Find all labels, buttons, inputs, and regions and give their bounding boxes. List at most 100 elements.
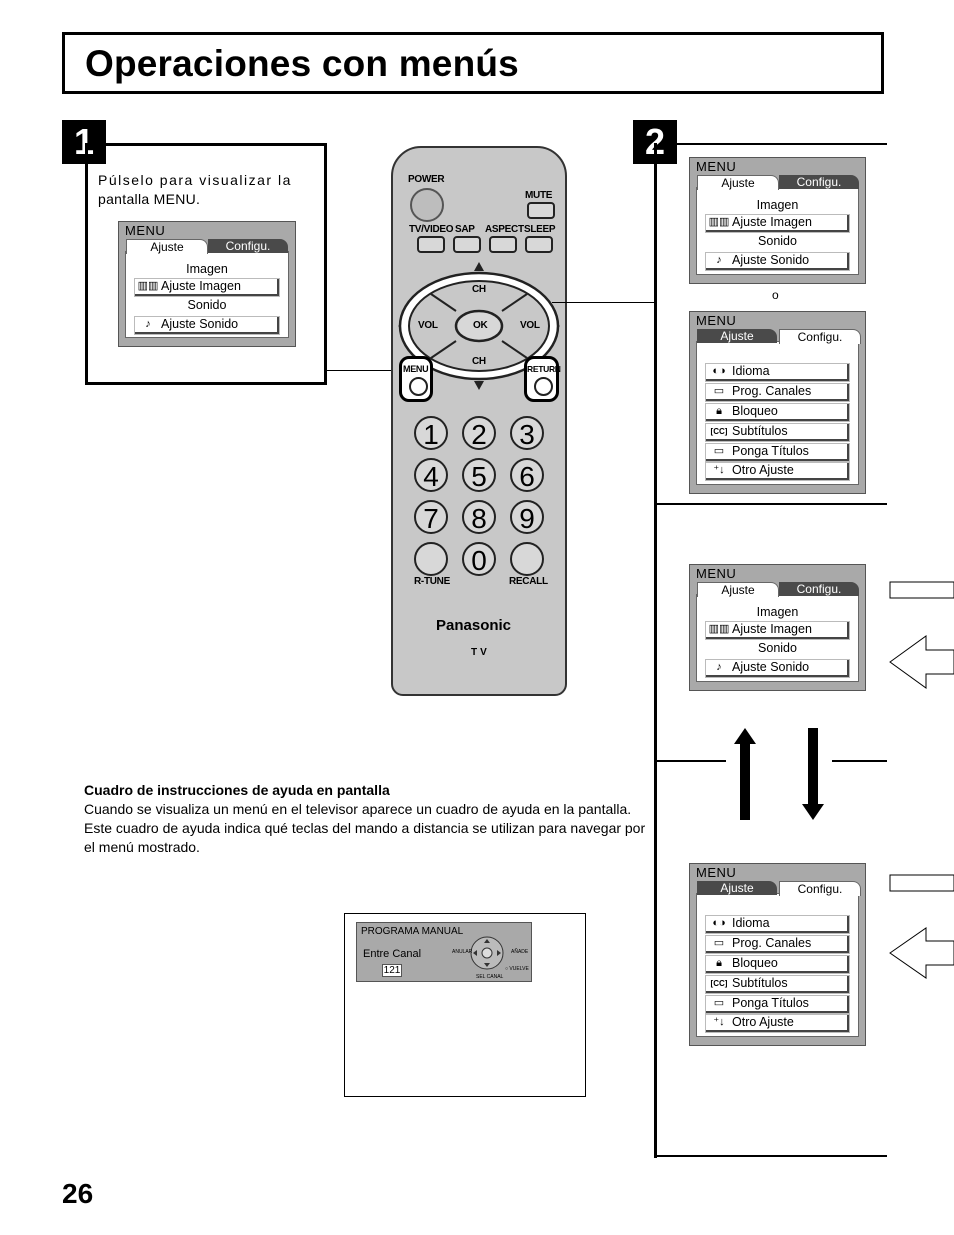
step-2-rule-mid — [656, 503, 887, 505]
digit-5-button[interactable]: 5 — [462, 458, 496, 492]
item-ajuste-imagen[interactable]: ▥▥ Ajuste Imagen — [706, 215, 849, 232]
digit-2-button[interactable]: 2 — [462, 416, 496, 450]
item-ajuste-imagen[interactable]: ▥▥ Ajuste Imagen — [706, 622, 849, 639]
item-ajuste-sonido[interactable]: ♪ Ajuste Sonido — [706, 660, 849, 677]
pointer-bar — [889, 874, 954, 892]
connector-line — [326, 370, 398, 371]
picture-adjust-icon: ▥▥ — [708, 216, 730, 228]
language-icon: ◐◑ — [712, 917, 726, 929]
return-button[interactable] — [534, 377, 553, 396]
picture-adjust-icon: ▥▥ — [708, 623, 730, 635]
menu-screen-ajuste-lower: MENU Ajuste Configu. Imagen ▥▥ Ajuste Im… — [689, 564, 866, 691]
music-note-icon: ♪ — [145, 318, 151, 330]
menu-title: MENU — [696, 313, 737, 328]
digit-0-button[interactable]: 0 — [462, 542, 496, 576]
digit-3-button[interactable]: 3 — [510, 416, 544, 450]
menu-screen-ajuste-step1: MENU Ajuste Configu. Imagen ▥▥ Ajuste Im… — [118, 221, 296, 347]
label-icon: ▭ — [713, 997, 725, 1009]
tab-ajuste[interactable]: Ajuste — [697, 881, 777, 895]
item-bloqueo[interactable]: 🔒︎Bloqueo — [706, 956, 849, 973]
item-prog-canales[interactable]: ▭Prog. Canales — [706, 936, 849, 953]
tab-ajuste[interactable]: Ajuste — [697, 175, 779, 190]
ok-button[interactable] — [454, 309, 504, 343]
item-otro-ajuste[interactable]: ⁺↓Otro Ajuste — [706, 463, 849, 480]
switch-rule-left — [656, 760, 726, 762]
recall-button[interactable] — [510, 542, 544, 576]
osd-title: PROGRAMA MANUAL — [361, 926, 464, 937]
digit-6-button[interactable]: 6 — [510, 458, 544, 492]
label-icon: ▭ — [713, 445, 725, 457]
tab-configu[interactable]: Configu. — [779, 329, 861, 344]
tvvideo-button[interactable] — [417, 236, 445, 253]
sleep-button[interactable] — [525, 236, 553, 253]
osd-anular: ANULAR — [452, 949, 473, 955]
tab-configu[interactable]: Configu. — [779, 582, 859, 596]
power-button[interactable] — [410, 188, 444, 222]
left-arrow-outline-icon — [889, 635, 954, 689]
closed-caption-icon: [CC] — [710, 979, 728, 988]
step-1-text-line1: Púlselo para visualizar la — [98, 172, 292, 188]
menu-button[interactable] — [409, 377, 428, 396]
right-edge-pointers-lower — [889, 874, 954, 979]
osd-anade: AÑADE — [511, 949, 529, 955]
item-ajuste-sonido[interactable]: ♪ Ajuste Sonido — [706, 253, 849, 270]
item-otro-ajuste[interactable]: ⁺↓Otro Ajuste — [706, 1015, 849, 1032]
item-subtitulos[interactable]: [CC]Subtítulos — [706, 424, 849, 441]
tab-ajuste[interactable]: Ajuste — [697, 582, 779, 597]
mute-button[interactable] — [527, 202, 555, 219]
item-prog-canales[interactable]: ▭Prog. Canales — [706, 384, 849, 401]
lock-icon: 🔒︎ — [716, 405, 722, 417]
item-idioma[interactable]: ◐◑Idioma — [706, 364, 849, 381]
step-1-instruction: Púlselo para visualizar la pantalla MENU… — [98, 171, 312, 209]
tab-configu[interactable]: Configu. — [208, 239, 288, 253]
arrow-down-icon — [802, 728, 824, 820]
closed-caption-icon: [CC] — [710, 427, 728, 436]
item-subtitulos[interactable]: [CC]Subtítulos — [706, 976, 849, 993]
vol-left-label: VOL — [418, 320, 438, 331]
digit-8-button[interactable]: 8 — [462, 500, 496, 534]
item-ajuste-sonido[interactable]: ♪ Ajuste Sonido — [135, 317, 279, 334]
header-sonido: Sonido — [187, 298, 227, 312]
remote-control: POWER MUTE TV/VIDEO SAP ASPECT SLEEP CH … — [391, 146, 567, 696]
item-bloqueo[interactable]: 🔒︎Bloqueo — [706, 404, 849, 421]
rtune-button[interactable] — [414, 542, 448, 576]
lock-icon: 🔒︎ — [716, 957, 722, 969]
menu-label: MENU — [403, 364, 429, 374]
digit-9-button[interactable]: 9 — [510, 500, 544, 534]
navigation-pad — [398, 262, 560, 390]
item-ponga-titulos[interactable]: ▭Ponga Títulos — [706, 444, 849, 461]
step-1-box — [85, 143, 327, 385]
tab-ajuste[interactable]: Ajuste — [126, 239, 208, 254]
item-idioma[interactable]: ◐◑Idioma — [706, 916, 849, 933]
digit-4-button[interactable]: 4 — [414, 458, 448, 492]
tab-configu[interactable]: Configu. — [779, 881, 861, 896]
or-label: o — [772, 288, 779, 302]
header-imagen: Imagen — [186, 262, 228, 276]
music-note-icon: ♪ — [716, 254, 722, 266]
osd-sel-canal: SEL CANAL — [476, 974, 504, 980]
digit-1-button[interactable]: 1 — [414, 416, 448, 450]
ok-label: OK — [473, 320, 488, 331]
tv-label: TV — [471, 647, 490, 658]
vol-right-label: VOL — [520, 320, 540, 331]
digit-7-button[interactable]: 7 — [414, 500, 448, 534]
ch-up-label: CH — [472, 284, 486, 295]
header-imagen: Imagen — [756, 605, 799, 619]
aspect-button[interactable] — [489, 236, 517, 253]
tvvideo-label: TV/VIDEO — [409, 224, 454, 235]
tab-configu[interactable]: Configu. — [779, 175, 859, 189]
menu-button-frame[interactable]: MENU — [399, 356, 433, 402]
tab-ajuste[interactable]: Ajuste — [697, 329, 777, 343]
item-ajuste-imagen[interactable]: ▥▥ Ajuste Imagen — [135, 279, 279, 296]
sap-button[interactable] — [453, 236, 481, 253]
dpad-connector-line — [552, 302, 655, 303]
help-section-body: Cuando se visualiza un menú en el televi… — [84, 801, 646, 855]
music-note-icon: ♪ — [716, 661, 722, 673]
menu-screen-config-step2: MENU Ajuste Configu. ◐◑Idioma ▭Prog. Can… — [689, 311, 866, 494]
arrow-down-icon — [474, 381, 484, 390]
picture-adjust-icon: ▥▥ — [137, 280, 159, 292]
recall-label: RECALL — [509, 576, 548, 587]
return-button-frame[interactable]: RETURN — [524, 356, 561, 402]
item-ponga-titulos[interactable]: ▭Ponga Títulos — [706, 996, 849, 1013]
osd-channel-value[interactable]: 121 — [382, 964, 402, 977]
